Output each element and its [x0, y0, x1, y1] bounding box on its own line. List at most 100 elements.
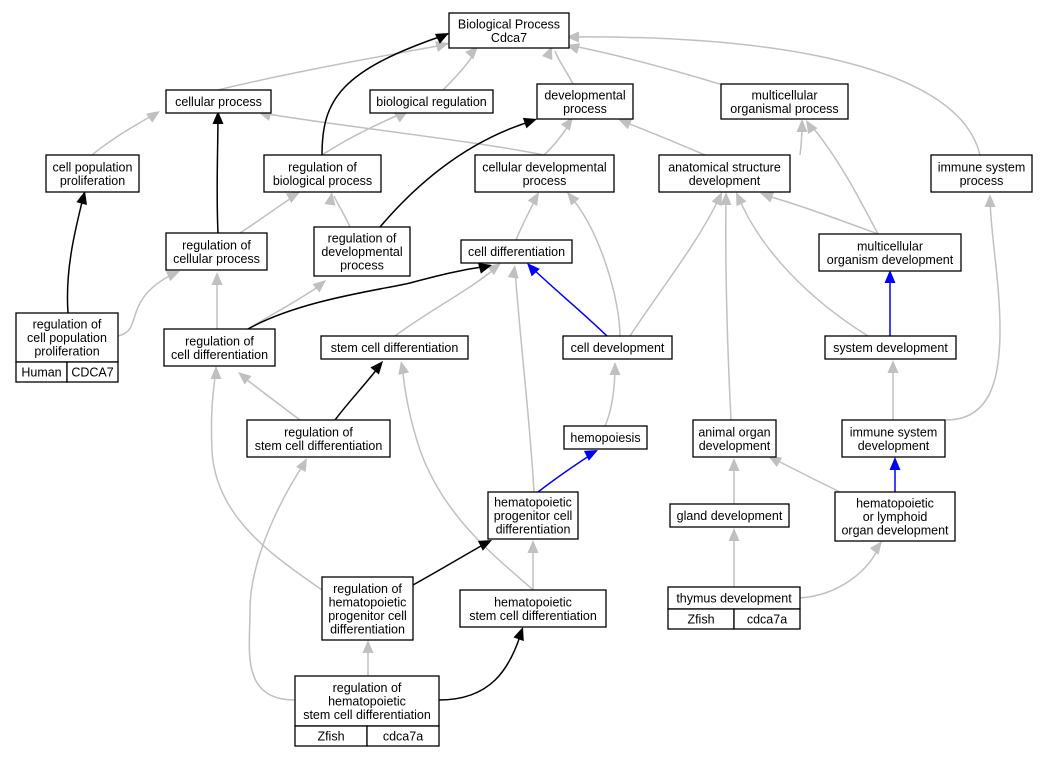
arrowhead [238, 372, 252, 385]
node-label: process [340, 259, 384, 273]
node-label: hematopoietic [856, 497, 934, 511]
node-box [818, 233, 962, 272]
node-cell-differentiation[interactable]: cell differentiation [460, 239, 573, 264]
gene-cell [66, 361, 119, 383]
node-cellular-process[interactable]: cellular process [165, 89, 272, 114]
node-label: progenitor cell [328, 609, 407, 623]
edge-black [438, 629, 523, 701]
node-label: immune system [938, 160, 1026, 174]
arrowhead [567, 192, 580, 206]
node-system-development[interactable]: system development [824, 335, 957, 360]
arrowhead [527, 540, 539, 553]
arrowhead [768, 456, 783, 468]
gene-cell [366, 725, 440, 747]
edge-gray [763, 194, 879, 235]
node-label: cellular developmental [482, 160, 606, 174]
arrowhead [527, 263, 540, 277]
arrowhead [806, 120, 818, 134]
edge-gray [567, 44, 724, 86]
arrowhead [398, 361, 410, 375]
node-label: hematopoietic [494, 496, 572, 510]
node-label: regulation of [288, 160, 357, 174]
edge-blue [537, 451, 596, 493]
arrowhead [618, 119, 633, 130]
node-label: Cdca7 [491, 31, 527, 45]
node-box [263, 154, 382, 193]
edge-gray [241, 375, 301, 421]
node-label: differentiation [330, 622, 405, 636]
node-label: stem cell differentiation [469, 609, 597, 623]
node-box [824, 335, 957, 360]
edge-gray [554, 50, 574, 85]
edge-gray [514, 268, 535, 493]
node-label: regulation of [333, 582, 402, 596]
node-label: cell differentiation [468, 245, 565, 259]
node-label: cellular process [173, 252, 260, 266]
species-label: Human [21, 366, 61, 380]
arrowhead [210, 366, 222, 379]
arrowhead [370, 361, 383, 375]
node-label: cell population [27, 331, 107, 345]
edge-gray [567, 36, 981, 156]
node-hemopoiesis[interactable]: hemopoiesis [563, 425, 648, 450]
arrowhead [527, 192, 539, 207]
arrowhead [711, 192, 722, 207]
arrowhead [884, 270, 896, 283]
edge-gray [809, 123, 879, 235]
node-label: regulation of [182, 238, 251, 252]
arrowhead [487, 263, 501, 276]
arrowhead [889, 457, 901, 470]
node-label: hemopoiesis [570, 431, 640, 445]
node-label: animal organ [698, 425, 770, 439]
edge-black [334, 363, 382, 421]
arrowhead [728, 458, 740, 471]
arrowhead [478, 263, 492, 274]
species-label: Zfish [687, 613, 714, 627]
node-label: stem cell differentiation [255, 439, 383, 453]
arrowhead [609, 362, 621, 375]
node-box [930, 154, 1033, 193]
node-gland-development[interactable]: gland development [669, 503, 790, 528]
node-label: Biological Process [458, 17, 560, 31]
species-label: Zfish [317, 730, 344, 744]
node-label: process [523, 174, 567, 188]
node-cell-development[interactable]: cell development [562, 335, 673, 360]
node-biological-regulation[interactable]: biological regulation [369, 89, 494, 114]
edge-gray [725, 195, 732, 421]
edge-gray [737, 195, 869, 337]
node-label: immune system [850, 425, 938, 439]
node-label: cell development [571, 341, 665, 355]
node-box [294, 675, 440, 727]
arrowhead [887, 360, 899, 373]
edge-black [247, 265, 489, 330]
node-label: hematopoietic [494, 595, 572, 609]
arrowhead [542, 46, 553, 61]
node-box [163, 328, 276, 367]
node-label: developmental [544, 88, 625, 102]
node-stem-cell-differentiation[interactable]: stem cell differentiation [320, 335, 469, 360]
